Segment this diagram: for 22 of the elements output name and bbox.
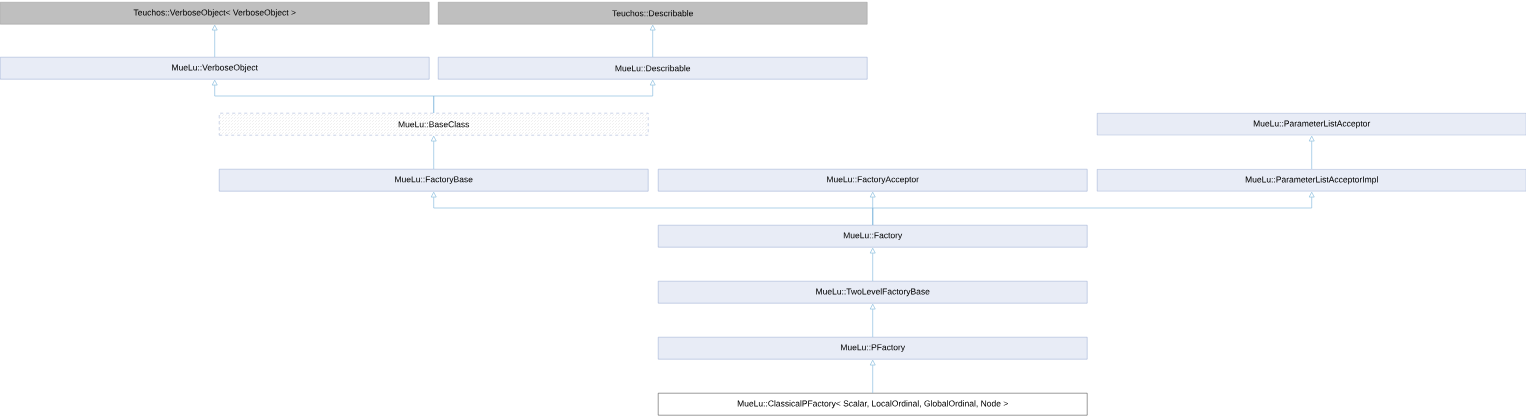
class-box: MueLu::VerboseObject (0, 57, 430, 80)
class-box: MueLu::ClassicalPFactory< Scalar, LocalOrdinal, GlobalOrdinal, Node > (658, 393, 1088, 416)
inheritance-arrow (869, 359, 876, 394)
class-box: Teuchos::Describable (438, 2, 868, 25)
class-box: MueLu::FactoryAcceptor (658, 169, 1088, 192)
class-box: MueLu::PFactory (658, 337, 1088, 360)
class-box: MueLu::ParameterListAcceptor (1097, 113, 1526, 136)
class-box: Teuchos::VerboseObject< VerboseObject > (0, 2, 430, 25)
inheritance-arrow (211, 24, 218, 58)
inheritance-arrow (433, 79, 656, 114)
class-box: MueLu::BaseClass (219, 113, 649, 136)
class-box: MueLu::ParameterListAcceptorImpl (1097, 169, 1526, 192)
class-box: MueLu::FactoryBase (219, 169, 649, 192)
inheritance-arrow (869, 247, 876, 282)
class-box: MueLu::Describable (438, 57, 868, 80)
inheritance-arrow (430, 135, 437, 170)
class-box: MueLu::Factory (658, 225, 1088, 248)
inheritance-arrow (1308, 135, 1315, 170)
inheritance-arrow (869, 303, 876, 338)
inheritance-arrow (649, 24, 656, 58)
inheritance-arrow (872, 191, 1315, 226)
class-box: MueLu::TwoLevelFactoryBase (658, 281, 1088, 304)
